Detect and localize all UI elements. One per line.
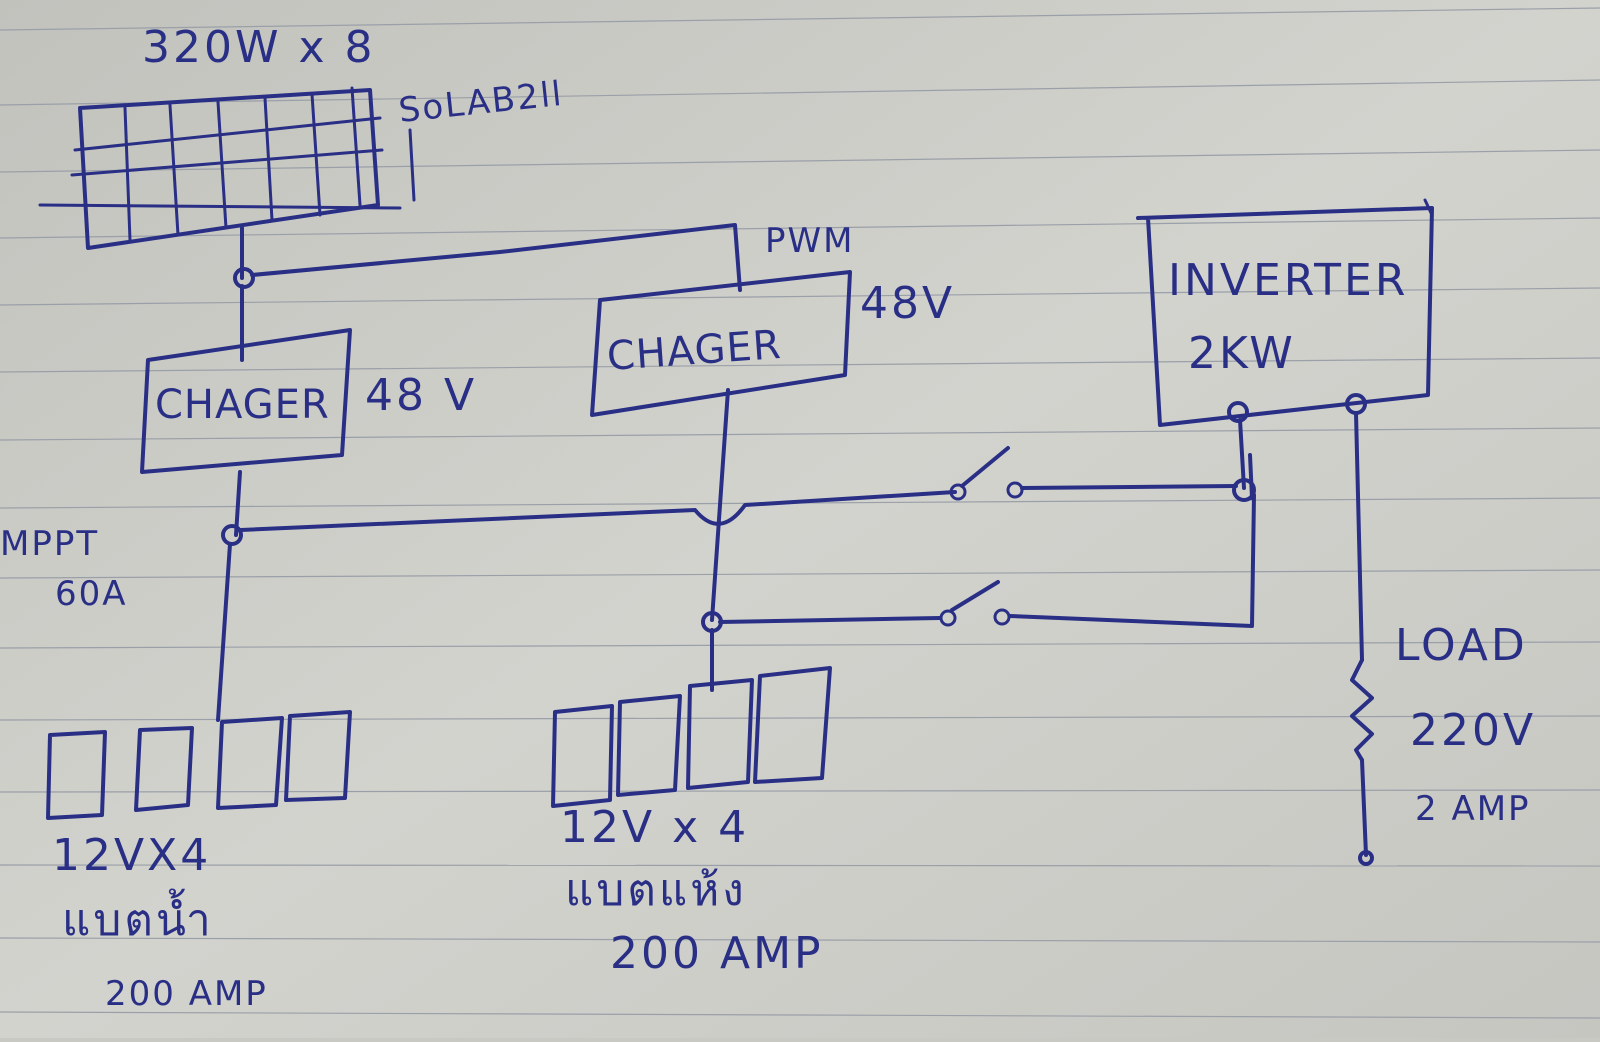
battery-bank-2 [551,666,832,808]
solar-panel [38,86,416,250]
load-resistor [1350,658,1374,762]
battery-bank-1-capacity: 200 AMP [105,974,268,1014]
mppt-current-label: 60A [55,574,128,614]
load-terminal [1358,850,1374,866]
load-voltage: 220V [1410,705,1536,756]
inverter-bus-node [1232,478,1256,502]
ruled-lines [0,7,1600,1019]
switch-1 [949,446,1024,501]
pwm-label: PWM [765,221,854,261]
charger-1-box [140,328,352,474]
battery-bank-2-type: แบตแห้ง [565,865,747,916]
charger-1-voltage: 48 V [365,370,477,421]
load-current: 2 AMP [1415,789,1531,829]
battery-bank-1-type: แบตน้ำ [62,888,214,946]
battery-bank-2-capacity: 200 AMP [610,928,824,979]
inverter-rating: 2KW [1188,328,1296,379]
inverter-box [1136,198,1434,427]
inverter-name: INVERTER [1168,255,1408,306]
charger-2-voltage: 48V [860,278,955,329]
battery-bank-1-spec: 12VX4 [52,830,211,881]
panel-count-label: 320W x 8 [142,22,376,73]
battery-bank-1 [46,710,352,820]
battery-bank-2-spec: 12V x 4 [560,802,749,853]
load-name: LOAD [1395,620,1528,671]
mppt-type-label: MPPT [0,524,99,564]
charger-2-box [590,270,852,417]
inverter-dc-terminal [1227,401,1249,423]
charger-1-name: CHAGER [155,382,330,428]
